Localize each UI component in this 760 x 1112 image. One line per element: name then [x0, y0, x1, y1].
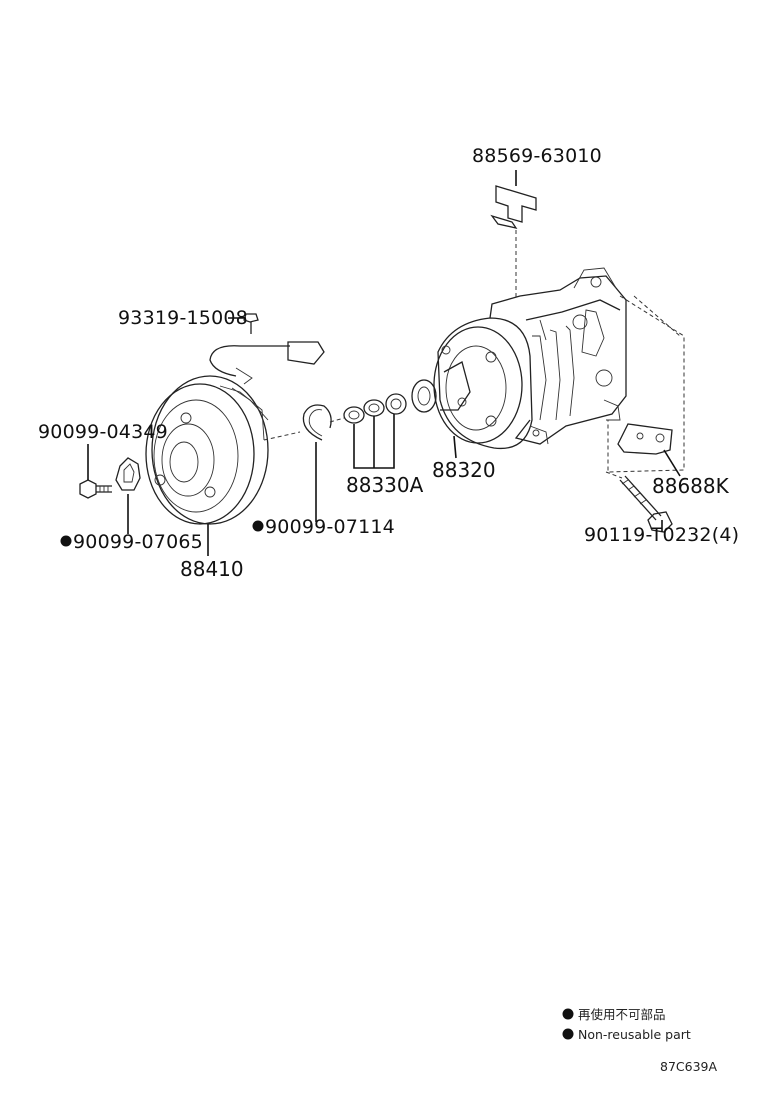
- label-gasket: 90099-07065: [73, 531, 203, 553]
- small-bolt-part: [79, 479, 112, 499]
- o-rings-part: [343, 393, 407, 424]
- bracket-part: [490, 185, 537, 229]
- legend-marker-1: [562, 1008, 574, 1020]
- assembly-guide-lines: [263, 230, 685, 479]
- legend-english: Non-reusable part: [578, 1027, 691, 1042]
- legend-japanese: 再使用不可部品: [578, 1007, 666, 1022]
- non-reusable-marker-gasket: [60, 535, 72, 547]
- mount-bolt-part: [619, 475, 673, 533]
- snap-ring-part: [302, 404, 332, 441]
- legend: 再使用不可部品 Non-reusable part: [562, 1007, 691, 1042]
- legend-marker-2: [562, 1028, 574, 1040]
- non-reusable-marker-snap-ring: [252, 520, 264, 532]
- label-mount-bolt: 90119-T0232(4): [584, 524, 739, 546]
- screw-part: [243, 313, 259, 334]
- label-screw: 93319-15008: [118, 307, 248, 329]
- label-snap-ring: 90099-07114: [265, 516, 395, 538]
- label-clip: 88688K: [652, 474, 730, 498]
- figure-code: 87C639A: [660, 1059, 717, 1074]
- clip-part: [617, 423, 673, 455]
- label-o-rings: 88330A: [346, 473, 424, 497]
- wire-connector-part: [209, 341, 325, 385]
- label-compressor: 88320: [432, 458, 496, 482]
- label-small-bolt: 90099-04349: [38, 421, 168, 443]
- gasket-part: [115, 457, 141, 491]
- label-bracket: 88569-63010: [472, 145, 602, 167]
- label-clutch: 88410: [180, 557, 244, 581]
- clutch-pulley-part: [145, 375, 269, 525]
- shaft-seal-part: [411, 379, 437, 413]
- leader-lines: [87, 170, 681, 556]
- compressor-body: [433, 267, 627, 450]
